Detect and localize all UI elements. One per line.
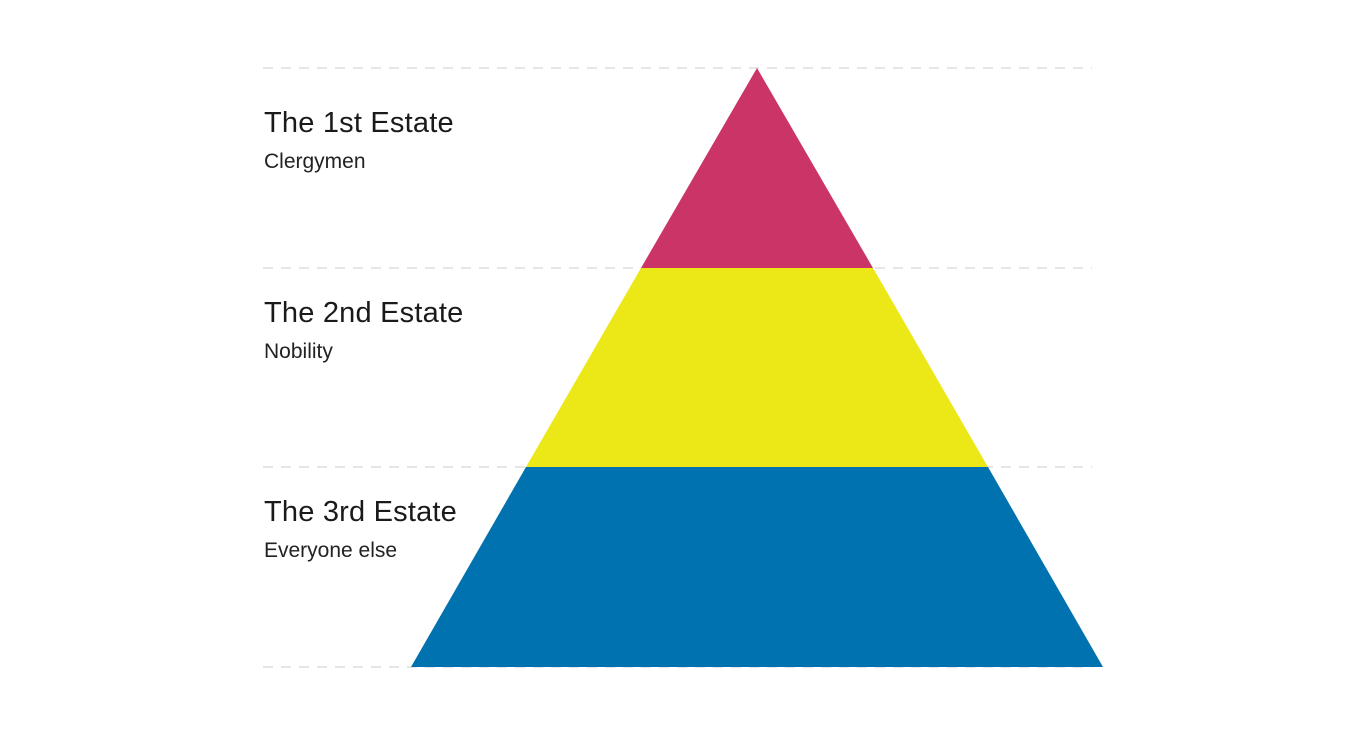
estate-title: The 1st Estate [264, 107, 454, 139]
pyramid-tier-1st-estate [641, 68, 873, 268]
estate-subtitle: Nobility [264, 340, 333, 363]
estate-subtitle: Clergymen [264, 150, 366, 173]
estate-title: The 2nd Estate [264, 297, 464, 329]
pyramid [411, 68, 1103, 667]
estate-subtitle: Everyone else [264, 539, 398, 562]
pyramid-tier-3rd-estate [411, 467, 1103, 667]
estate-label-3rd: The 3rd Estate Everyone else [264, 495, 457, 564]
estate-title: The 3rd Estate [264, 496, 458, 528]
estate-label-1st: The 1st Estate Clergymen [264, 106, 454, 175]
pyramid-tier-2nd-estate [526, 268, 988, 467]
estate-label-2nd: The 2nd Estate Nobility [264, 296, 464, 365]
